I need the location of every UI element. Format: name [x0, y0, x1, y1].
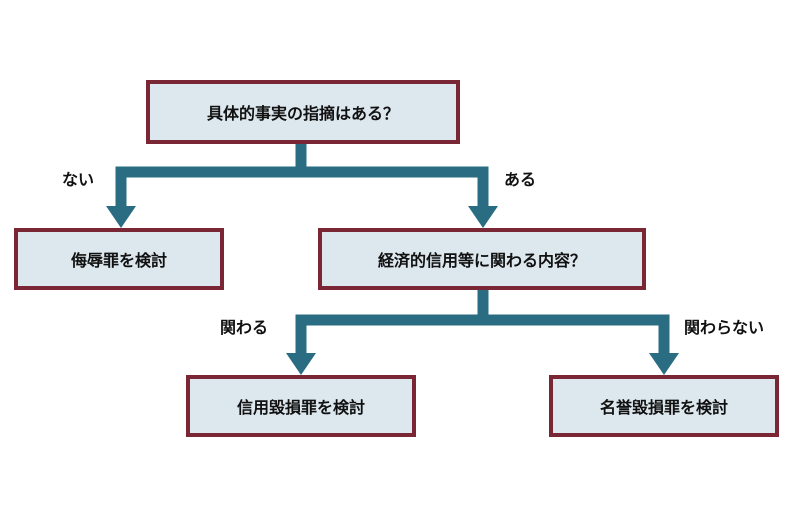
edge-label-unrelated: 関わらない — [684, 318, 765, 337]
arrowhead-r3 — [649, 353, 679, 375]
result-defamation: 名誉毀損罪を検討 — [549, 375, 779, 437]
result-insult: 侮辱罪を検討 — [14, 228, 224, 290]
result-credit-defamation: 信用毀損罪を検討 — [186, 375, 416, 437]
connector-q2-to-r2 — [295, 290, 489, 355]
arrowhead-r1 — [106, 206, 136, 228]
question-specific-facts: 具体的事実の指摘はある？ — [146, 80, 460, 144]
edge-label-yes: ある — [504, 170, 537, 189]
arrowhead-q2 — [468, 206, 498, 228]
question-economic-credit: 経済的信用等に関わる内容？ — [318, 228, 646, 290]
connector-q1-to-q2 — [301, 166, 489, 208]
connector-q1-to-r1 — [115, 144, 307, 208]
edge-label-no: ない — [62, 170, 95, 189]
edge-label-related: 関わる — [220, 318, 269, 337]
connector-q2-to-r3 — [483, 314, 670, 355]
arrowhead-r2 — [286, 353, 316, 375]
